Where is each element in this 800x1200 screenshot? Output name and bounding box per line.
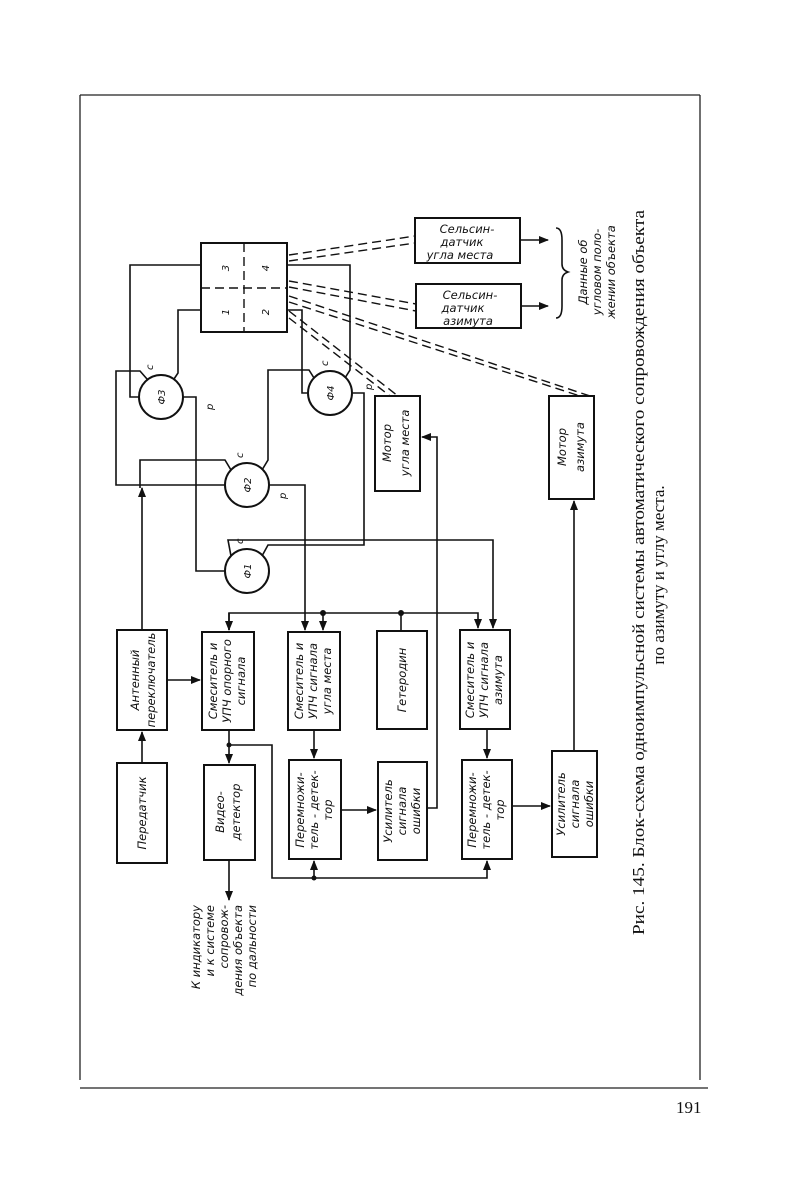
svg-text:тор: тор <box>493 799 507 820</box>
mixer-elevation-block: Смеситель и УПЧ сигнала угла места <box>287 631 341 731</box>
svg-text:угла места: угла места <box>426 248 494 262</box>
svg-text:Смеситель и: Смеситель и <box>292 642 306 719</box>
svg-text:Видео-: Видео- <box>213 791 227 833</box>
transmitter-block: Передатчик <box>116 762 168 864</box>
svg-text:1: 1 <box>221 309 232 315</box>
svg-text:и к системе: и к системе <box>203 905 217 976</box>
svg-text:угловом поло-: угловом поло- <box>590 229 604 316</box>
heterodyne-block: Гетеродин <box>376 630 428 730</box>
svg-text:Гетеродин: Гетеродин <box>395 647 409 712</box>
svg-text:Ф4: Ф4 <box>326 386 337 401</box>
svg-text:датчик: датчик <box>441 301 485 315</box>
caption-line-2: по азимуту и углу места. <box>649 485 668 664</box>
svg-text:с: с <box>235 452 246 458</box>
svg-text:тор: тор <box>321 799 335 820</box>
svg-text:Сельсин-: Сельсин- <box>440 222 495 236</box>
svg-text:Смеситель и: Смеситель и <box>206 642 220 719</box>
svg-text:ошибки: ошибки <box>582 780 596 827</box>
svg-text:с: с <box>320 360 331 366</box>
mixer-reference-block: Смеситель и УПЧ опорного сигнала <box>201 631 255 731</box>
svg-text:с: с <box>235 538 246 544</box>
page-number: 191 <box>676 1098 702 1117</box>
svg-text:3: 3 <box>221 265 232 271</box>
svg-text:р: р <box>278 493 289 500</box>
svg-text:сопровож-: сопровож- <box>217 905 231 969</box>
svg-text:р: р <box>364 384 375 391</box>
figure-caption: Рис. 145. Блок-схема одноимпульсной сист… <box>629 209 668 935</box>
svg-text:тель - детек-: тель - детек- <box>307 770 321 849</box>
antenna-quadrant-block: 1 2 3 4 <box>200 242 288 333</box>
svg-text:детектор: детектор <box>229 784 243 842</box>
mixer-azimuth-block: Смеситель и УПЧ сигнала азимута <box>459 629 511 730</box>
error-amplifier-elevation-block: Усилитель сигнала ошибки <box>377 761 428 861</box>
svg-text:сигнала: сигнала <box>234 657 248 706</box>
svg-text:датчик: датчик <box>440 235 484 249</box>
svg-text:сигнала: сигнала <box>395 787 409 836</box>
page-frame <box>79 94 708 1089</box>
svg-text:азимута: азимута <box>491 655 505 705</box>
svg-text:жении объекта: жении объекта <box>604 225 618 320</box>
svg-text:Мотор: Мотор <box>555 428 569 466</box>
svg-text:Антенный: Антенный <box>128 649 142 711</box>
svg-text:УПЧ сигнала: УПЧ сигнала <box>477 642 491 718</box>
svg-text:азимута: азимута <box>443 314 493 328</box>
svg-text:Сельсин-: Сельсин- <box>443 288 498 302</box>
mechanical-linkages <box>288 235 591 397</box>
svg-text:Смеситель и: Смеситель и <box>463 641 477 718</box>
selsyn-elevation-block: Сельсин- датчик угла места <box>414 217 521 264</box>
svg-text:ошибки: ошибки <box>409 787 423 834</box>
svg-text:Перемножи-: Перемножи- <box>465 772 479 847</box>
svg-text:Усилитель: Усилитель <box>381 779 395 843</box>
brace <box>555 227 571 319</box>
signal-lines <box>115 236 578 901</box>
video-detector-block: Видео- детектор <box>203 764 256 861</box>
svg-text:2: 2 <box>261 309 272 315</box>
angle-data-note: Данные об угловом поло- жении объекта <box>576 225 618 320</box>
svg-text:по дальности: по дальности <box>245 904 259 987</box>
range-output-note: К индикатору и к системе сопровож- дения… <box>189 904 259 996</box>
svg-text:УПЧ сигнала: УПЧ сигнала <box>306 643 320 719</box>
transmitter-label: Передатчик <box>135 776 149 849</box>
motor-azimuth-block: Мотор азимута <box>548 395 595 500</box>
svg-text:тель - детек-: тель - детек- <box>479 770 493 849</box>
svg-text:УПЧ опорного: УПЧ опорного <box>220 639 234 723</box>
multiplier-azimuth-block: Перемножи- тель - детек- тор <box>461 759 513 860</box>
motor-elevation-block: Мотор угла места <box>374 395 421 492</box>
svg-text:р: р <box>205 404 216 411</box>
multiplier-elevation-block: Перемножи- тель - детек- тор <box>288 759 342 860</box>
svg-text:4: 4 <box>261 265 272 271</box>
svg-text:угла места: угла места <box>398 410 412 478</box>
svg-text:сигнала: сигнала <box>568 780 582 829</box>
caption-line-1: Рис. 145. Блок-схема одноимпульсной сист… <box>629 209 648 935</box>
svg-text:дения объекта: дения объекта <box>231 905 245 997</box>
svg-text:Ф1: Ф1 <box>243 564 254 579</box>
svg-text:Данные об: Данные об <box>576 239 590 305</box>
svg-text:Перемножи-: Перемножи- <box>293 772 307 847</box>
error-amplifier-azimuth-block: Усилитель сигнала ошибки <box>551 750 598 858</box>
svg-text:угла места: угла места <box>320 648 334 716</box>
svg-text:азимута: азимута <box>573 422 587 472</box>
phase-shifter-f1: Ф1 с <box>224 538 270 594</box>
svg-text:переключатель: переключатель <box>144 633 158 728</box>
phase-shifter-f2: Ф2 с р <box>224 452 289 508</box>
selsyn-azimuth-block: Сельсин- датчик азимута <box>415 283 522 329</box>
svg-text:Усилитель: Усилитель <box>554 772 568 836</box>
svg-text:К индикатору: К индикатору <box>189 905 203 989</box>
svg-text:с: с <box>145 364 156 370</box>
svg-text:Мотор: Мотор <box>380 424 394 462</box>
svg-text:Ф3: Ф3 <box>157 390 168 405</box>
antenna-switch-block: Антенный переключатель <box>116 629 168 731</box>
phase-shifter-f4: Ф4 с р <box>307 360 375 416</box>
svg-text:Ф2: Ф2 <box>243 478 254 493</box>
